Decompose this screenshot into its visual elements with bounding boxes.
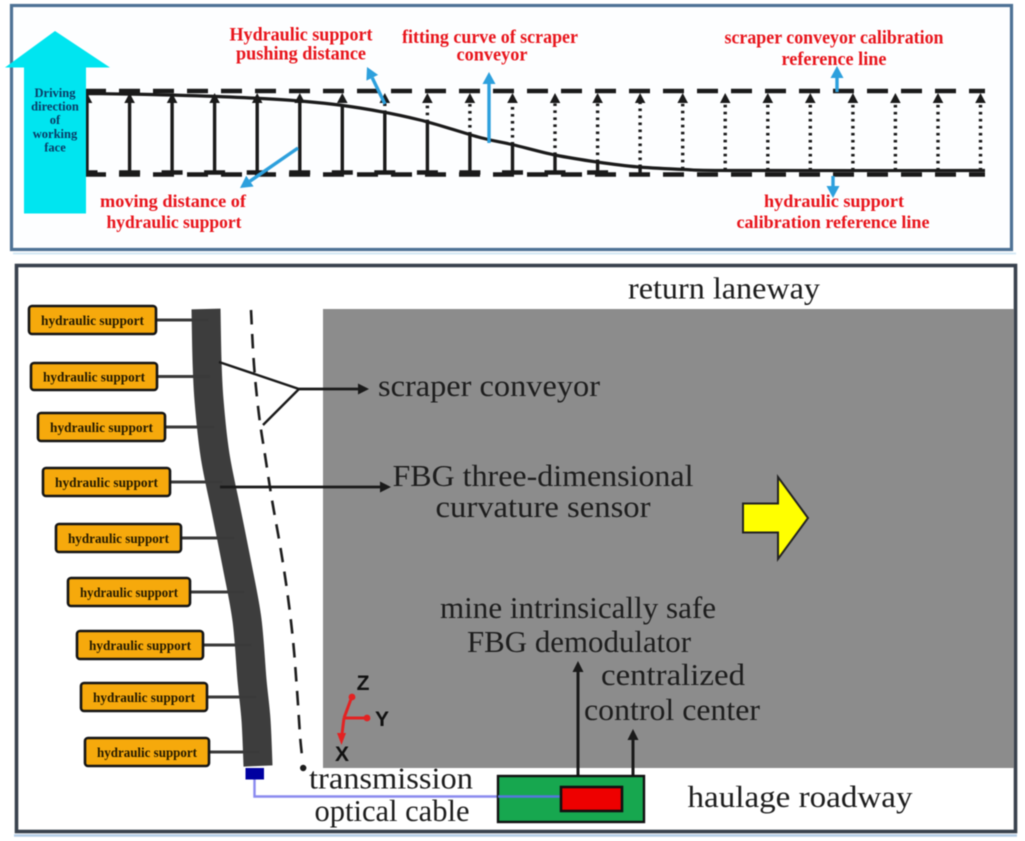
svg-text:return laneway: return laneway xyxy=(628,271,821,306)
svg-text:FBG demodulator: FBG demodulator xyxy=(467,624,692,659)
svg-text:mine intrinsically safe: mine intrinsically safe xyxy=(440,590,716,625)
svg-text:control center: control center xyxy=(584,692,761,727)
svg-text:Driving: Driving xyxy=(35,86,77,100)
svg-text:hydraulic support: hydraulic support xyxy=(93,690,195,705)
svg-text:X: X xyxy=(335,743,349,766)
svg-text:curvature sensor: curvature sensor xyxy=(436,489,652,524)
svg-text:Y: Y xyxy=(375,708,389,731)
svg-text:hydraulic support: hydraulic support xyxy=(43,370,145,385)
svg-text:hydraulic support: hydraulic support xyxy=(50,420,153,435)
svg-text:face: face xyxy=(44,140,66,154)
svg-text:optical cable: optical cable xyxy=(315,793,470,828)
svg-text:hydraulic support: hydraulic support xyxy=(89,638,191,653)
svg-text:reference line: reference line xyxy=(782,50,887,70)
svg-text:working: working xyxy=(33,127,78,141)
svg-text:fitting curve of scraper: fitting curve of scraper xyxy=(402,28,578,48)
svg-text:transmission: transmission xyxy=(309,761,474,796)
svg-text:hydraulic support: hydraulic support xyxy=(97,745,197,760)
svg-text:haulage roadway: haulage roadway xyxy=(688,779,914,814)
svg-text:hydraulic support: hydraulic support xyxy=(68,531,169,546)
svg-text:conveyor: conveyor xyxy=(457,46,528,66)
svg-text:Hydraulic support: Hydraulic support xyxy=(230,26,374,46)
svg-text:hydraulic support: hydraulic support xyxy=(80,585,178,600)
svg-text:hydraulic support: hydraulic support xyxy=(764,191,904,211)
svg-text:Z: Z xyxy=(357,672,370,695)
svg-text:centralized: centralized xyxy=(601,657,746,692)
svg-text:moving distance of: moving distance of xyxy=(100,191,247,211)
svg-text:calibration reference line: calibration reference line xyxy=(737,212,930,232)
svg-text:hydraulic support: hydraulic support xyxy=(41,313,144,328)
svg-text:hydraulic support: hydraulic support xyxy=(55,475,158,490)
svg-text:of: of xyxy=(50,113,61,127)
svg-text:direction: direction xyxy=(31,100,79,114)
svg-text:pushing distance: pushing distance xyxy=(236,45,366,65)
svg-text:hydraulic support: hydraulic support xyxy=(107,212,242,232)
svg-text:scraper conveyor calibration: scraper conveyor calibration xyxy=(725,29,945,49)
svg-text:scraper conveyor: scraper conveyor xyxy=(378,368,601,403)
svg-text:FBG three-dimensional: FBG three-dimensional xyxy=(393,458,694,493)
